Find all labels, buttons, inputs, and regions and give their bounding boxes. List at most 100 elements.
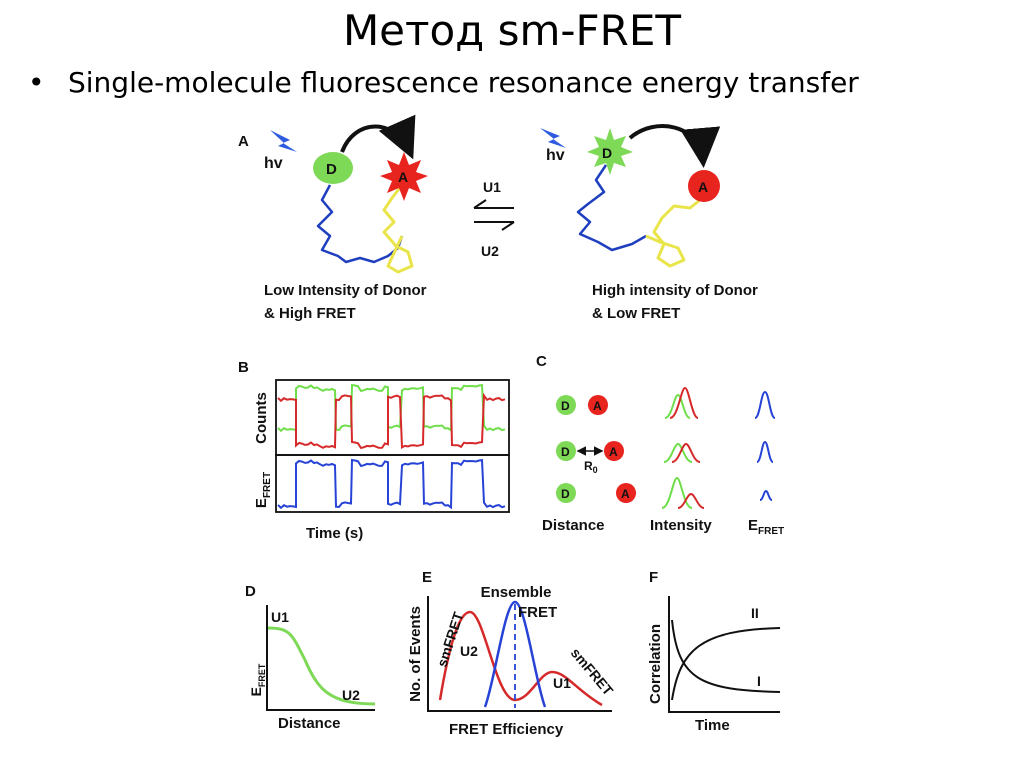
blue-chain-right xyxy=(576,164,647,252)
acceptor-right xyxy=(688,170,720,202)
donor-left xyxy=(313,152,353,184)
efret-trace xyxy=(277,458,506,510)
acceptor-row1 xyxy=(588,395,608,415)
correlation-axis-label: Correlation xyxy=(647,624,664,704)
acceptor-right-label: A xyxy=(698,179,708,195)
u1-label-d: U1 xyxy=(271,609,289,625)
donor-row2-label: D xyxy=(561,445,570,459)
bullet-text: Single-molecule fluorescence resonance e… xyxy=(68,66,859,99)
donor-row1-label: D xyxy=(561,399,570,413)
intensity-acceptor-row3 xyxy=(677,492,705,509)
hv-label-left: hv xyxy=(264,155,283,172)
time-axis-label: Time (s) xyxy=(306,525,363,542)
panel-d-label: D xyxy=(245,583,256,600)
u2-label-e: U2 xyxy=(460,643,478,659)
intensity-acceptor-row1 xyxy=(669,386,699,419)
fret-efficiency-axis-label: FRET Efficiency xyxy=(449,721,564,738)
smfret-histogram xyxy=(438,610,603,707)
panel-b-label: B xyxy=(238,359,249,376)
donor-burst-right xyxy=(587,128,633,175)
donor-right-label: D xyxy=(602,145,612,161)
correlation-curve-ii xyxy=(671,627,781,701)
efret-axis-label-d: EFRET xyxy=(248,663,267,696)
transfer-arrow-left xyxy=(340,114,416,160)
efret-peak-row2 xyxy=(756,440,774,463)
u2-label-a: U2 xyxy=(481,243,499,259)
right-molecule: hv D A High intensity of Donor & Low FRE… xyxy=(540,124,758,322)
blue-chain-left xyxy=(316,184,404,264)
efret-distance-curve xyxy=(267,626,376,706)
panel-e: E Ensemble FRET smFRET smFRET U2 U1 No. … xyxy=(407,569,617,738)
panel-c: C D A D A R0 D A Distance Intensity EFRE… xyxy=(536,353,784,537)
acceptor-trace xyxy=(277,392,506,450)
curve-ii-label: II xyxy=(751,605,759,621)
panel-a: A hv D A Low Intensity of Donor & High F… xyxy=(238,114,758,322)
acceptor-row3-label: A xyxy=(621,487,630,501)
counts-axis-label: Counts xyxy=(253,392,270,444)
acceptor-row2 xyxy=(604,441,624,461)
donor-row3 xyxy=(556,483,576,503)
donor-row3-label: D xyxy=(561,487,570,501)
efret-peak-row1 xyxy=(754,390,776,419)
equilibrium-arrows: U1 U2 xyxy=(473,179,515,259)
yellow-chain-left xyxy=(382,184,414,274)
bullet-item: • Single-molecule fluorescence resonance … xyxy=(28,66,859,99)
distance-axis-label-d: Distance xyxy=(278,715,341,732)
intensity-acceptor-row2 xyxy=(671,442,701,463)
events-axis-label: No. of Events xyxy=(407,606,424,702)
intensity-donor-row2 xyxy=(663,442,693,463)
ensemble-label-line1: Ensemble xyxy=(481,584,552,601)
ensemble-fret-curve xyxy=(483,600,547,708)
u1-label-e: U1 xyxy=(553,675,571,691)
correlation-curve-i xyxy=(671,619,781,693)
panel-e-axes xyxy=(427,596,612,712)
lightning-icon xyxy=(270,130,297,152)
u2-label-d: U2 xyxy=(342,687,360,703)
intensity-column-label: Intensity xyxy=(650,517,712,534)
acceptor-row2-label: A xyxy=(609,445,618,459)
yellow-chain-right xyxy=(645,198,701,268)
u1-label-a: U1 xyxy=(483,179,501,195)
left-caption-line1: Low Intensity of Donor xyxy=(264,282,427,299)
donor-row1 xyxy=(556,395,576,415)
lightning-icon xyxy=(540,128,566,148)
acceptor-burst-left xyxy=(380,152,428,201)
acceptor-row3 xyxy=(616,483,636,503)
panel-f-axes xyxy=(668,596,780,713)
panel-f: F II I Correlation Time xyxy=(647,569,781,734)
donor-left-label: D xyxy=(326,161,337,178)
efret-axis-label: EFRET xyxy=(253,472,273,508)
curve-i-label: I xyxy=(757,673,761,689)
efret-column-label: EFRET xyxy=(748,517,784,537)
panel-c-label: C xyxy=(536,353,547,370)
panel-b: B Counts EFRET Time (s) xyxy=(238,359,510,542)
smfret-left-label: smFRET xyxy=(434,610,467,669)
intensity-donor-row3 xyxy=(661,476,693,509)
panel-a-label: A xyxy=(238,133,249,150)
right-caption-line1: High intensity of Donor xyxy=(592,282,758,299)
panel-e-label: E xyxy=(422,569,432,586)
efret-peak-row3 xyxy=(759,489,773,501)
efret-plot-frame xyxy=(275,454,510,513)
panel-d: D U1 U2 EFRET Distance xyxy=(245,583,376,732)
time-axis-label-f: Time xyxy=(695,717,730,734)
donor-row2 xyxy=(556,441,576,461)
left-molecule: hv D A Low Intensity of Donor & High FRE… xyxy=(264,114,428,322)
distance-column-label: Distance xyxy=(542,517,605,534)
ensemble-label-line2: FRET xyxy=(518,604,557,621)
bullet-dot: • xyxy=(28,66,45,99)
transfer-arrow-right xyxy=(628,124,721,168)
right-caption-line2: & Low FRET xyxy=(592,305,680,322)
left-caption-line2: & High FRET xyxy=(264,305,356,322)
panel-d-axes xyxy=(266,605,375,711)
panel-f-label: F xyxy=(649,569,658,586)
donor-trace xyxy=(277,383,506,433)
acceptor-left-label: A xyxy=(398,169,408,185)
r0-label: R0 xyxy=(584,459,598,475)
acceptor-row1-label: A xyxy=(593,399,602,413)
intensity-donor-row1 xyxy=(664,393,691,419)
slide-title: Метод sm-FRET xyxy=(342,6,682,55)
smfret-right-label: smFRET xyxy=(568,645,617,699)
hv-label-right: hv xyxy=(546,147,565,164)
